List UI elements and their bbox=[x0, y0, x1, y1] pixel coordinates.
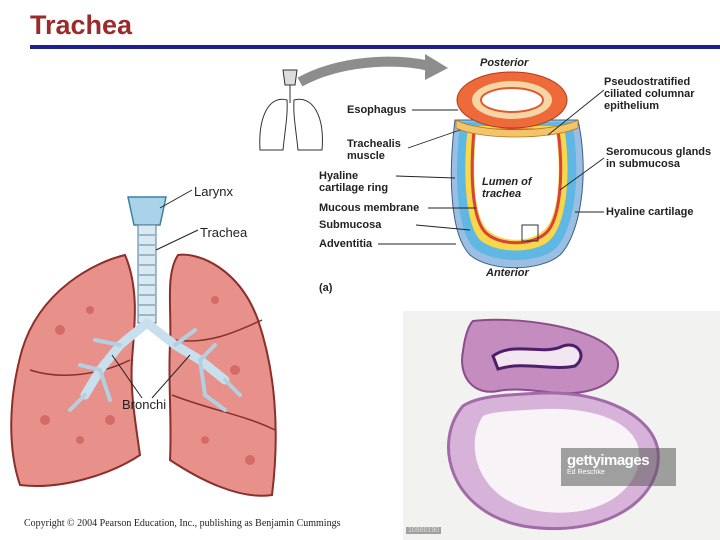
mucous-label: Mucous membrane bbox=[319, 202, 419, 214]
glands-label: Seromucous glands in submucosa bbox=[606, 146, 720, 170]
trachealis-label: Trachealis muscle bbox=[347, 138, 417, 162]
trachea-cross-section bbox=[378, 72, 604, 268]
getty-watermark: gettyimages Ed Reschke bbox=[561, 448, 676, 486]
getty-credit: Ed Reschke bbox=[567, 469, 670, 476]
copyright-notice: Copyright © 2004 Pearson Education, Inc.… bbox=[24, 518, 340, 529]
histology-drawing bbox=[403, 311, 720, 540]
hyaline-ring-label: Hyaline cartilage ring bbox=[319, 170, 399, 194]
torso-thumbnail bbox=[260, 70, 323, 150]
anterior-label: Anterior bbox=[486, 267, 529, 279]
panel-label: (a) bbox=[319, 282, 332, 294]
posterior-label: Posterior bbox=[480, 57, 528, 69]
larynx-label: Larynx bbox=[194, 184, 233, 199]
photo-id: 10980190 bbox=[406, 527, 441, 534]
lumen-label: Lumen of trachea bbox=[482, 176, 544, 200]
adventitia-label: Adventitia bbox=[319, 238, 372, 250]
bronchi-label: Bronchi bbox=[122, 397, 166, 412]
histology-photo: gettyimages Ed Reschke 10980190 bbox=[403, 311, 720, 540]
epithelium-label: Pseudostratified ciliated columnar epith… bbox=[604, 76, 714, 112]
getty-brand: gettyimages bbox=[567, 452, 670, 469]
hyaline-label: Hyaline cartilage bbox=[606, 206, 693, 218]
submucosa-label: Submucosa bbox=[319, 219, 381, 231]
esophagus-label: Esophagus bbox=[347, 104, 406, 116]
trachea-label: Trachea bbox=[200, 225, 247, 240]
